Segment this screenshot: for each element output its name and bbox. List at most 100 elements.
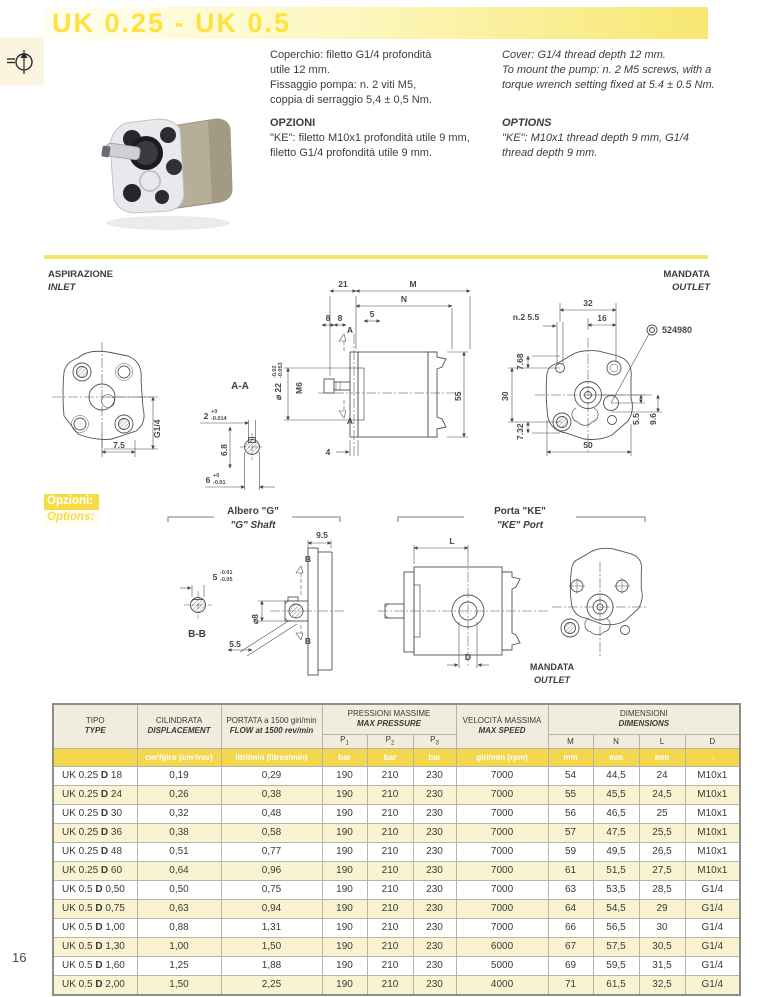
svg-text:+0: +0: [213, 473, 219, 479]
cell-n: 47,5: [592, 822, 640, 843]
dim-D: D: [465, 652, 471, 662]
cell-l: 24,5: [638, 784, 686, 805]
section-aa-label: A-A: [231, 381, 249, 392]
cell-n: 56,5: [592, 917, 640, 938]
dim-6-8: 6.8: [219, 444, 229, 456]
cell-m: 59: [547, 841, 594, 862]
outlet-label: MANDATA OUTLET: [663, 269, 710, 293]
cell-m: 61: [547, 860, 594, 881]
outlet-label-2-en: OUTLET: [534, 675, 571, 685]
cell-flow: 1,50: [220, 936, 323, 957]
cell-n: 45,5: [592, 784, 640, 805]
dim-5: 5: [370, 309, 375, 319]
cell-p3: 230: [412, 917, 457, 938]
cell-speed: 7000: [455, 841, 549, 862]
cell-flow: 0,38: [220, 784, 323, 805]
cell-n: 54,5: [592, 898, 640, 919]
header-bar: UK 0.25 - UK 0.5: [44, 7, 708, 39]
cell-p1: 190: [321, 784, 368, 805]
cell-flow: 0,77: [220, 841, 323, 862]
cell-type: UK 0.25 D 60: [52, 860, 138, 881]
svg-text:-0.053: -0.053: [278, 362, 284, 378]
options-badge: Opzioni: Options:: [44, 494, 100, 526]
dim-7-5: 7.5: [113, 440, 125, 450]
cell-m: 67: [547, 936, 594, 957]
section-marker-b: B: [305, 554, 311, 564]
cell-type: UK 0.25 D 48: [52, 841, 138, 862]
svg-text:-0.05: -0.05: [220, 577, 233, 583]
intro-line: thread depth 9 mm.: [502, 147, 598, 159]
dim-8b: 8: [338, 313, 343, 323]
cell-speed: 7000: [455, 784, 549, 805]
yellow-divider: [44, 255, 708, 259]
col-header-d: D: [684, 733, 741, 749]
cell-m: 69: [547, 955, 594, 976]
intro-italian: Coperchio: filetto G1/4 profondità utile…: [270, 48, 495, 161]
shaft-title-en: "G" Shaft: [230, 520, 276, 531]
cell-p3: 230: [412, 765, 457, 786]
section-a-a: [200, 420, 275, 490]
cell-disp: 0,32: [136, 803, 222, 824]
intro-line: utile 12 mm.: [270, 64, 330, 76]
dim-9-5: 9.5: [316, 530, 328, 540]
dimension-labels: G1/4 7.5 A-A 2 +0 -0.014 6.8 6 +0 -0.01 …: [113, 279, 692, 685]
dim-4: 4: [326, 447, 331, 457]
cell-n: 57,5: [592, 936, 640, 957]
cell-speed: 4000: [455, 974, 549, 995]
col-header-n: N: [592, 733, 640, 749]
cell-p1: 190: [321, 898, 368, 919]
cell-d: G1/4: [684, 955, 741, 976]
svg-text:-0.014: -0.014: [211, 416, 228, 422]
cell-p2: 210: [366, 765, 414, 786]
dim-6: 6: [206, 475, 211, 485]
intro-line: filetto G1/4 profondità utile 9 mm.: [270, 147, 433, 159]
dim-g14: G1/4: [152, 419, 162, 438]
port-title: Porta "KE": [494, 506, 546, 517]
cell-type: UK 0.25 D 18: [52, 765, 138, 786]
svg-text:+0: +0: [211, 409, 217, 415]
dim-32: 32: [583, 298, 593, 308]
cell-l: 30,5: [638, 936, 686, 957]
dim-7-32: 7.32: [515, 423, 525, 440]
cell-disp: 0,38: [136, 822, 222, 843]
cell-p2: 210: [366, 822, 414, 843]
cell-type: UK 0.25 D 24: [52, 784, 138, 805]
cell-p2: 210: [366, 879, 414, 900]
cell-p3: 230: [412, 784, 457, 805]
cell-l: 27,5: [638, 860, 686, 881]
cell-p3: 230: [412, 841, 457, 862]
cell-n: 51,5: [592, 860, 640, 881]
cell-p3: 230: [412, 860, 457, 881]
shaft-title: Albero "G": [227, 506, 279, 517]
cell-disp: 0,19: [136, 765, 222, 786]
cell-type: UK 0.5 D 1,30: [52, 936, 138, 957]
col-header-m: M: [547, 733, 594, 749]
section-bb-label: B-B: [188, 629, 206, 640]
cell-p3: 230: [412, 879, 457, 900]
dim-m6: M6: [294, 382, 304, 394]
options-title-en: OPTIONS: [502, 117, 552, 129]
cell-n: 46,5: [592, 803, 640, 824]
cell-n: 49,5: [592, 841, 640, 862]
ke-port-drawing: [378, 516, 648, 668]
cell-l: 31,5: [638, 955, 686, 976]
cell-n: 53,5: [592, 879, 640, 900]
intro-line: Coperchio: filetto G1/4 profondità: [270, 49, 432, 61]
cell-p1: 190: [321, 879, 368, 900]
cell-n: 44,5: [592, 765, 640, 786]
pump-symbol-icon: [7, 50, 33, 74]
cell-p3: 230: [412, 955, 457, 976]
dim-5-5: 5.5: [631, 413, 641, 425]
col-header-p3: P3: [412, 733, 457, 749]
cell-d: G1/4: [684, 898, 741, 919]
technical-drawings: G1/4 7.5 A-A 2 +0 -0.014 6.8 6 +0 -0.01 …: [52, 279, 692, 685]
